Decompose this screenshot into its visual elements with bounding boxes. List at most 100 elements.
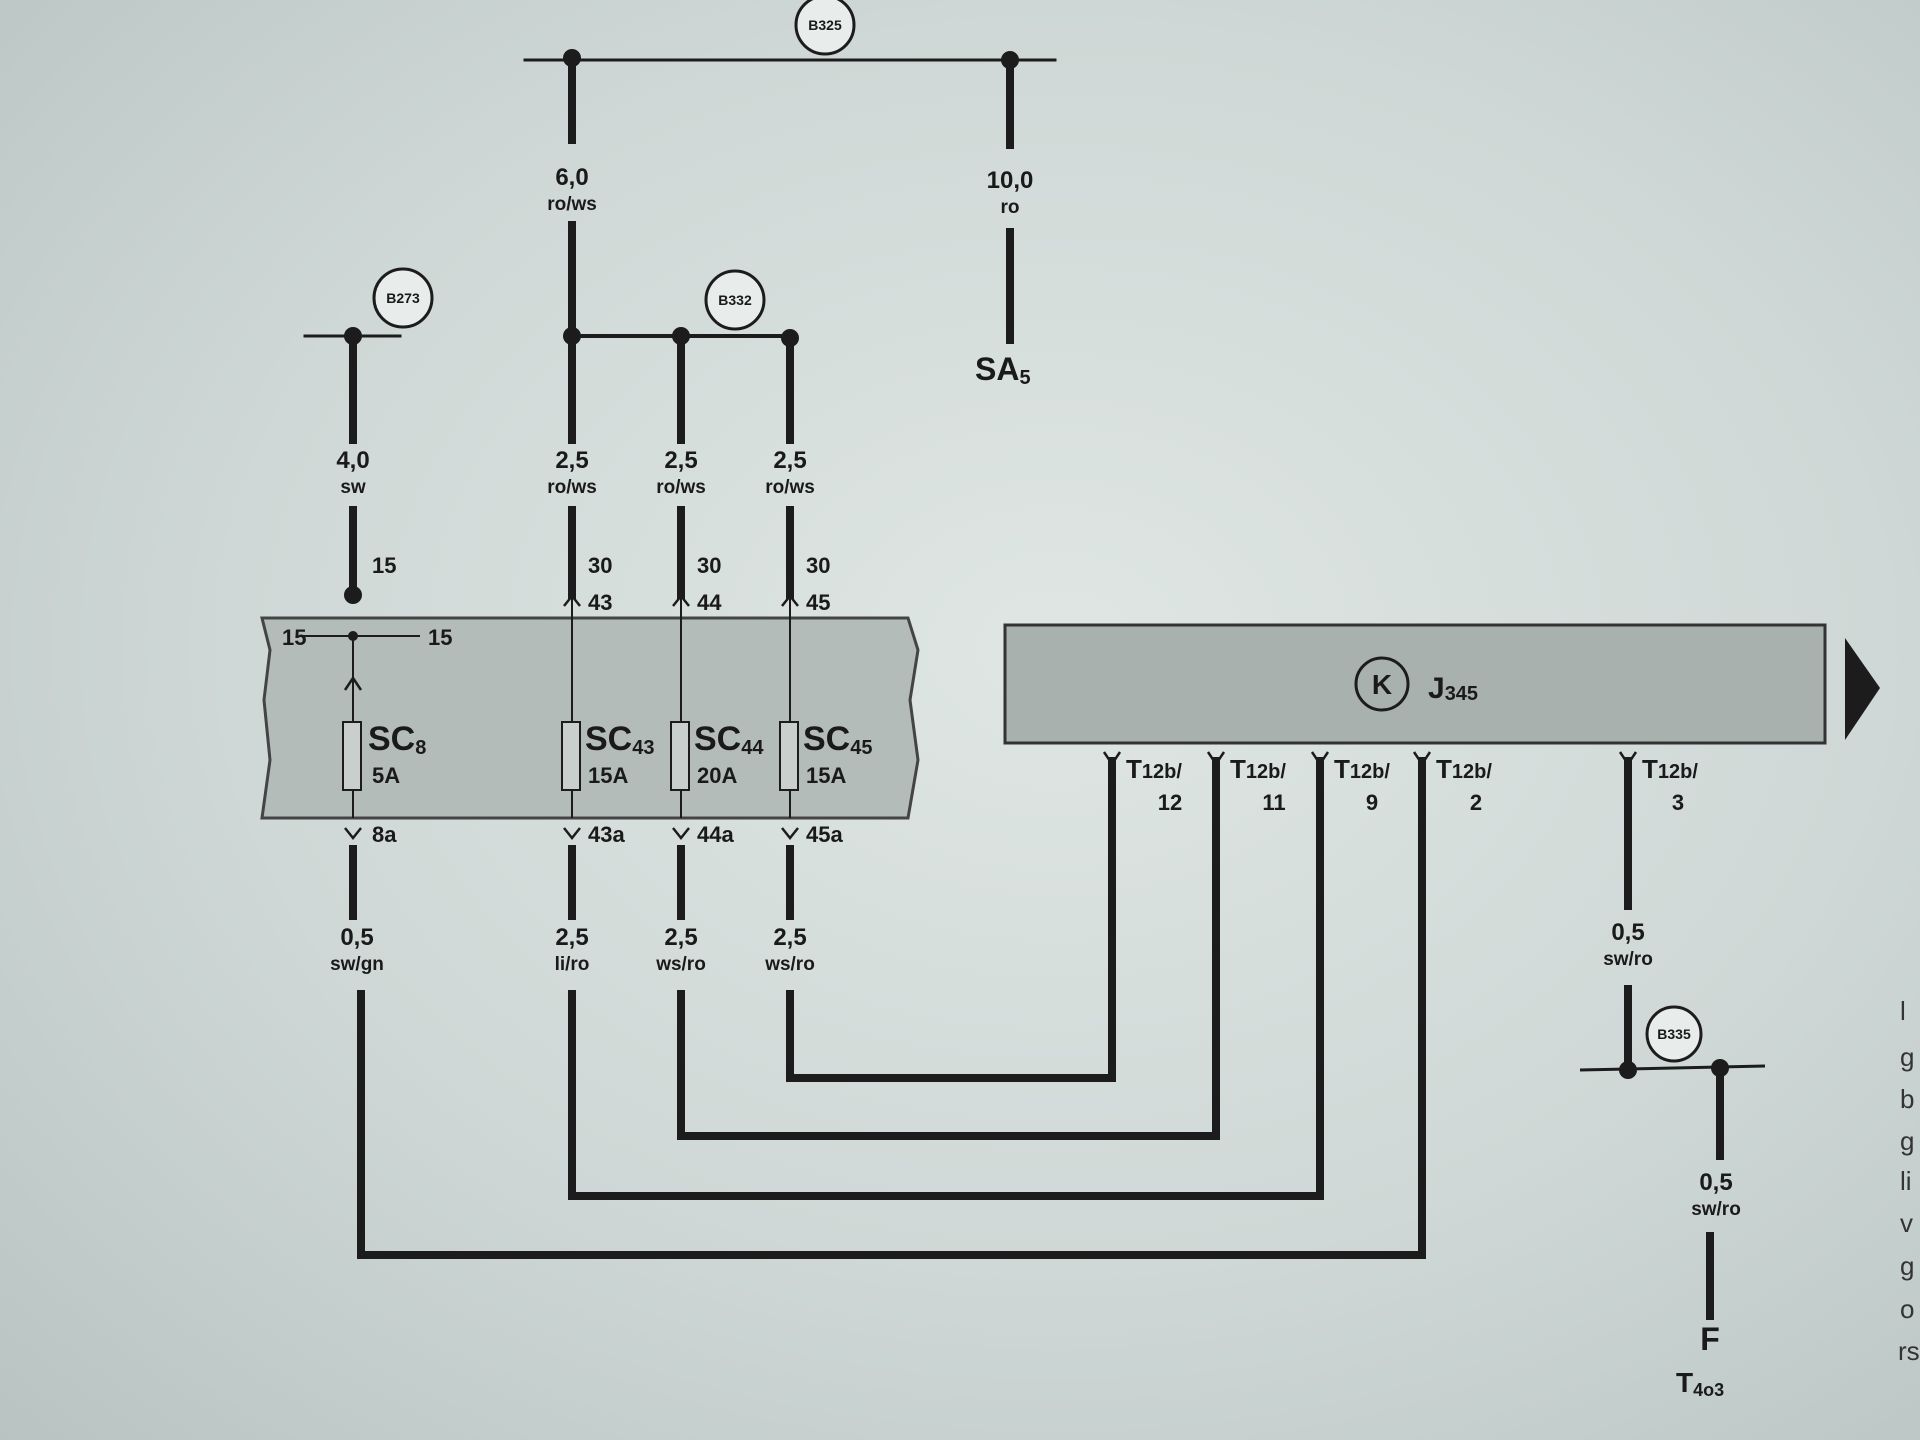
- wire-b325-left-color: ro/ws: [547, 194, 597, 215]
- output-wires: [349, 757, 1724, 1320]
- arrow-t11: [1206, 751, 1226, 767]
- fuse-symbols: [342, 721, 799, 791]
- pin-44: 44: [697, 590, 722, 615]
- connector-t12-pin: 12: [1158, 790, 1182, 815]
- edge-text-5: v: [1900, 1208, 1913, 1238]
- connector-t12-sub: 12b/: [1142, 761, 1182, 783]
- wire-f-color: sw/ro: [1691, 1199, 1741, 1220]
- fuse-sc8-rating: 5A: [372, 763, 400, 788]
- junction-b335-right: [1711, 1059, 1729, 1077]
- pin-30-45: 30: [806, 553, 830, 578]
- edge-text-0: l: [1900, 996, 1906, 1026]
- module-name: J345: [1428, 672, 1478, 705]
- arrow-t2: [1412, 751, 1432, 767]
- junction-15-in: [344, 586, 362, 604]
- wire-b273-size: 4,0: [336, 447, 369, 474]
- junction-b332-left: [563, 327, 581, 345]
- arrow-44-in: [672, 593, 690, 607]
- edge-text-2: b: [1900, 1084, 1914, 1114]
- wire-44a-size: 2,5: [664, 924, 697, 951]
- node-circles: [372, 0, 1703, 1063]
- arrow-45a-out: [781, 827, 799, 841]
- fuse-sc43-sub: 43: [632, 737, 654, 759]
- junction-b332-right: [781, 329, 799, 347]
- edge-text-7: o: [1900, 1294, 1914, 1324]
- wire-44-in-color: ro/ws: [656, 477, 706, 498]
- wire-45a-to-t12: [786, 757, 1116, 1082]
- node-b335-label: B335: [1657, 1026, 1691, 1042]
- node-b273-label: B273: [386, 290, 420, 306]
- fuse-sc45-rating: 15A: [806, 763, 846, 788]
- node-b332-label: B332: [718, 292, 752, 308]
- edge-text-3: g: [1900, 1126, 1914, 1156]
- fuse-sc8-sub: 8: [415, 737, 426, 759]
- junction-rail-15: [348, 631, 358, 641]
- wire-45-in-color: ro/ws: [765, 477, 815, 498]
- module-name-sub: 345: [1445, 683, 1478, 705]
- terminal-sa5-label: SA5: [975, 351, 1031, 389]
- pin-44a: 44a: [697, 822, 734, 847]
- connector-arrows: [1102, 751, 1638, 767]
- arrow-43a-out: [563, 827, 581, 841]
- connector-t12-label: T12b/: [1126, 754, 1182, 784]
- arrow-sc8-in: [343, 675, 363, 691]
- connector-t2-sub: 12b/: [1452, 761, 1492, 783]
- wire-f-size: 0,5: [1699, 1169, 1732, 1196]
- node-b273-circle: [372, 267, 434, 329]
- fuse-arrows: [343, 593, 799, 841]
- arrow-t9: [1310, 751, 1330, 767]
- rail-15-right-label: 15: [428, 625, 452, 650]
- connector-t9-label: T12b/: [1334, 754, 1390, 784]
- edge-text-4: li: [1900, 1166, 1912, 1196]
- wire-b273-color: sw: [340, 477, 366, 498]
- wire-8a-to-t2: [357, 757, 1426, 1259]
- fuse-sc45-main: SC: [803, 720, 850, 758]
- wire-43-in-size: 2,5: [555, 447, 588, 474]
- terminal-f-label: F: [1700, 1321, 1720, 1357]
- terminal-t4o3-sub: 4o3: [1693, 1380, 1724, 1400]
- wire-b325-right-size: 10,0: [987, 167, 1034, 194]
- fuse-sc43-rating: 15A: [588, 763, 628, 788]
- fuse-sc43-name: SC43: [585, 720, 654, 759]
- junction-b273: [344, 327, 362, 345]
- terminal-sa5-main: SA: [975, 351, 1019, 387]
- connector-t3-label: T12b/: [1642, 754, 1698, 784]
- wire-44a-color: ws/ro: [655, 954, 706, 975]
- arrow-44a-out: [672, 827, 690, 841]
- wire-layer: [303, 54, 1057, 599]
- node-b325-label: B325: [808, 17, 842, 33]
- arrow-t12: [1102, 751, 1122, 767]
- fuse-box: [260, 616, 920, 820]
- fuse-sc45-name: SC45: [803, 720, 872, 759]
- edge-text-8: rs: [1898, 1336, 1920, 1366]
- pin-45a: 45a: [806, 822, 843, 847]
- wire-b325-right-color: ro: [1001, 197, 1020, 218]
- pin-43: 43: [588, 590, 612, 615]
- connector-t3-sub: 12b/: [1658, 761, 1698, 783]
- terminal-t4o3-label: T4o3: [1676, 1367, 1724, 1400]
- fuse-sc8-main: SC: [368, 720, 415, 758]
- fuse-sc44-sub: 44: [741, 737, 764, 759]
- pin-8a: 8a: [372, 822, 397, 847]
- connector-t11-pin: 11: [1262, 790, 1285, 815]
- connector-t3-main: T: [1642, 754, 1658, 784]
- arrow-45-in: [781, 593, 799, 607]
- connector-t11-sub: 12b/: [1246, 761, 1286, 783]
- fuse-sc44-name: SC44: [694, 720, 764, 759]
- edge-text-6: g: [1900, 1251, 1914, 1281]
- wire-b325-left-size: 6,0: [555, 164, 588, 191]
- connector-t9-main: T: [1334, 754, 1350, 784]
- connector-t11-label: T12b/: [1230, 754, 1286, 784]
- connector-t11-main: T: [1230, 754, 1246, 784]
- junction-b325-right: [1001, 51, 1019, 69]
- fuse-sc44-rating: 20A: [697, 763, 737, 788]
- fuse-sc45-sub: 45: [850, 737, 872, 759]
- connector-t2-label: T12b/: [1436, 754, 1492, 784]
- junction-b335-left: [1619, 1061, 1637, 1079]
- bus-b335: [1579, 1064, 1766, 1072]
- terminal-t4o3-main: T: [1676, 1367, 1693, 1398]
- wire-45-in-size: 2,5: [773, 447, 806, 474]
- node-b332-circle: [704, 269, 766, 331]
- fuse-sc8-symbol: [342, 721, 362, 791]
